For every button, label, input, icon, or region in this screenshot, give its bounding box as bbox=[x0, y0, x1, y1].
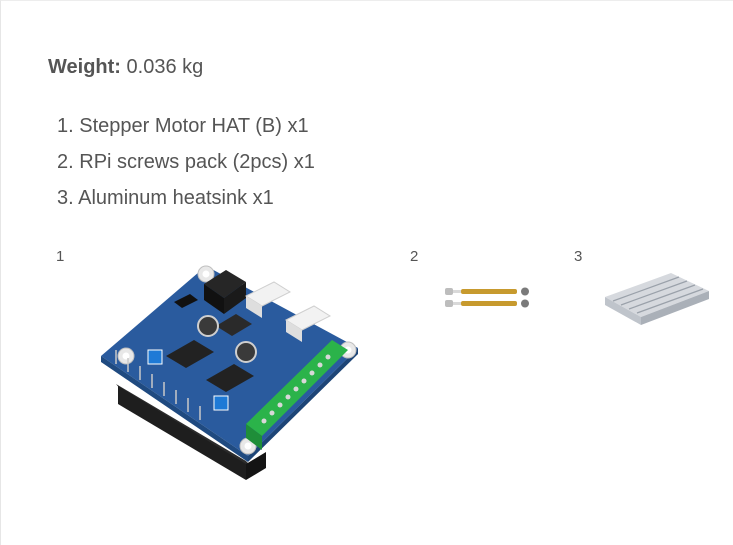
figure-number-3: 3 bbox=[574, 248, 583, 265]
weight-value: 0.036 kg bbox=[126, 56, 204, 78]
list-item-number: 1. bbox=[57, 115, 74, 137]
list-item-text: RPi screws pack (2pcs) x1 bbox=[79, 151, 315, 173]
figure-number-1: 1 bbox=[56, 248, 65, 265]
list-item-text: Stepper Motor HAT (B) x1 bbox=[79, 115, 309, 137]
aluminum-heatsink-icon bbox=[605, 273, 709, 325]
list-item: 1. Stepper Motor HAT (B) x1 bbox=[57, 108, 315, 144]
figure-number-2: 2 bbox=[410, 248, 419, 265]
package-content-list: 1. Stepper Motor HAT (B) x1 2. RPi screw… bbox=[57, 108, 315, 216]
list-item: 3. Aluminum heatsink x1 bbox=[57, 180, 315, 216]
list-item-number: 2. bbox=[57, 151, 74, 173]
weight-label: Weight: bbox=[48, 56, 121, 78]
list-item-text: Aluminum heatsink x1 bbox=[78, 187, 274, 209]
list-item: 2. RPi screws pack (2pcs) x1 bbox=[57, 144, 315, 180]
stepper-motor-hat-board-icon bbox=[101, 265, 358, 480]
weight-line: Weight: 0.036 kg bbox=[48, 56, 203, 79]
rpi-screws-standoffs-icon bbox=[445, 287, 529, 308]
list-item-number: 3. bbox=[57, 187, 74, 209]
